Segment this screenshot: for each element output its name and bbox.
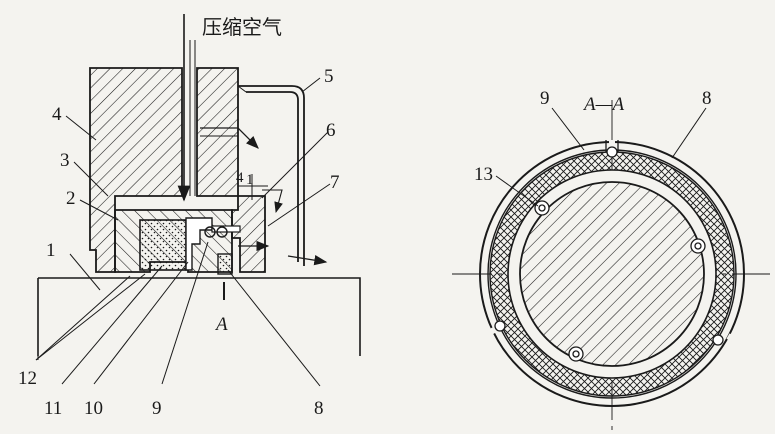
label-3: 3	[60, 150, 70, 171]
label-12: 12	[18, 368, 37, 389]
callout-1: 1	[246, 172, 254, 188]
piston-ring	[231, 195, 266, 273]
shaft-outline	[37, 277, 361, 356]
label-10: 10	[84, 398, 103, 419]
shaft-section	[519, 181, 705, 367]
label-5: 5	[324, 66, 334, 87]
pins	[494, 146, 724, 362]
compressed-air-label: 压缩空气	[202, 15, 282, 39]
label-4: 4	[52, 104, 62, 125]
right-leaders	[495, 107, 707, 207]
air-outlet-arrow-1	[200, 127, 259, 149]
callout-4: 4	[236, 170, 244, 186]
section-mark-a: A	[214, 314, 228, 335]
label-8: 8	[314, 398, 324, 419]
right-section-view: A—A 9 8 13	[452, 88, 770, 432]
air-outlet-arrow-3	[287, 255, 328, 266]
label-r9: 9	[540, 88, 550, 109]
housing-wall-right	[196, 67, 239, 197]
label-11: 11	[44, 398, 62, 419]
section-title-a-a: A—A	[582, 94, 625, 115]
label-7: 7	[330, 172, 340, 193]
label-r13: 13	[474, 164, 493, 185]
label-9: 9	[152, 398, 162, 419]
left-leaders	[35, 77, 331, 387]
carbon-ring	[185, 217, 213, 271]
label-2: 2	[66, 188, 76, 209]
cover-plate	[238, 85, 305, 266]
left-section-view: A 4 1 压缩空气 1 2 3 4 5 6 7	[18, 14, 361, 419]
ring-8	[217, 253, 233, 275]
label-1: 1	[46, 240, 56, 261]
label-6: 6	[326, 120, 336, 141]
label-r8: 8	[702, 88, 712, 109]
packing-block	[139, 219, 187, 271]
spring-9b	[216, 226, 228, 238]
spring-9a	[204, 226, 216, 238]
